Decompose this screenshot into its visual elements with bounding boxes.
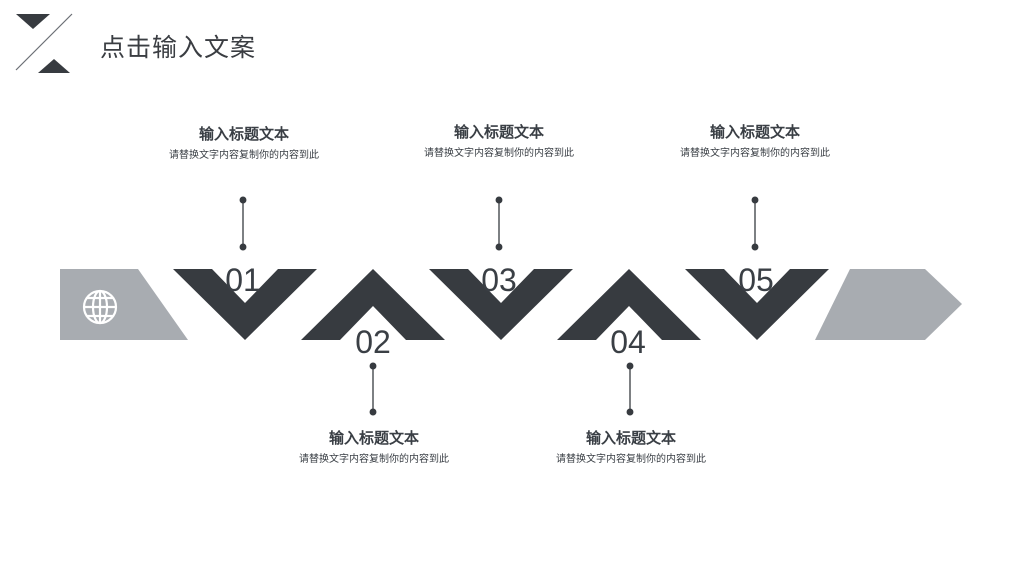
step-desc-03: 请替换文字内容复制你的内容到此 bbox=[424, 148, 574, 159]
step-number-05: 05 bbox=[738, 262, 774, 298]
step-text-02: 输入标题文本 请替换文字内容复制你的内容到此 bbox=[264, 428, 484, 466]
connector-04 bbox=[626, 362, 634, 416]
chevron-down-03 bbox=[429, 269, 573, 340]
globe-icon bbox=[82, 289, 118, 325]
end-arrow-shape bbox=[815, 269, 962, 340]
connector-03 bbox=[495, 196, 503, 251]
step-title-02: 输入标题文本 bbox=[328, 429, 419, 447]
step-title-03: 输入标题文本 bbox=[453, 123, 544, 141]
step-title-04: 输入标题文本 bbox=[585, 429, 676, 447]
step-number-01: 01 bbox=[225, 262, 261, 298]
step-desc-02: 请替换文字内容复制你的内容到此 bbox=[299, 454, 449, 465]
step-text-01: 输入标题文本 请替换文字内容复制你的内容到此 bbox=[134, 124, 354, 162]
step-desc-01: 请替换文字内容复制你的内容到此 bbox=[169, 150, 319, 161]
step-text-05: 输入标题文本 请替换文字内容复制你的内容到此 bbox=[645, 122, 865, 160]
step-desc-04: 请替换文字内容复制你的内容到此 bbox=[556, 454, 706, 465]
triangle-logo-icon bbox=[15, 13, 73, 73]
step-text-04: 输入标题文本 请替换文字内容复制你的内容到此 bbox=[521, 428, 741, 466]
step-number-02: 02 bbox=[355, 324, 391, 360]
chevron-up-04 bbox=[557, 269, 701, 340]
chevron-down-01 bbox=[173, 269, 317, 340]
connector-05 bbox=[751, 196, 759, 251]
chevron-down-05 bbox=[685, 269, 829, 340]
chevron-up-02 bbox=[301, 269, 445, 340]
step-title-05: 输入标题文本 bbox=[709, 123, 800, 141]
step-desc-05: 请替换文字内容复制你的内容到此 bbox=[680, 148, 830, 159]
step-text-03: 输入标题文本 请替换文字内容复制你的内容到此 bbox=[389, 122, 609, 160]
connector-02 bbox=[369, 362, 377, 416]
step-title-01: 输入标题文本 bbox=[198, 125, 289, 143]
start-arrow-shape bbox=[60, 269, 188, 340]
step-number-03: 03 bbox=[481, 262, 517, 298]
page-title: 点击输入文案 bbox=[100, 33, 257, 62]
step-number-04: 04 bbox=[610, 324, 646, 360]
connector-01 bbox=[239, 196, 247, 251]
